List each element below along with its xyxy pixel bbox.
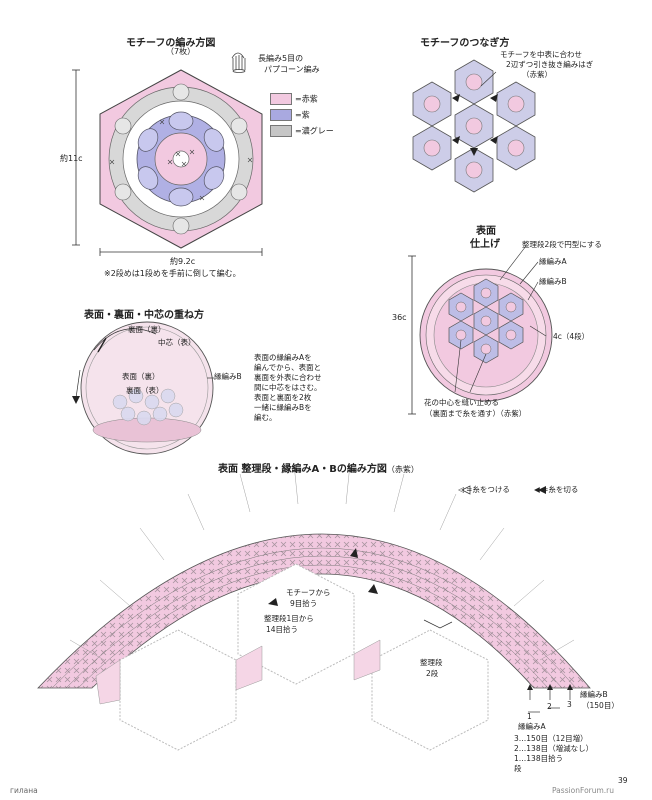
motif-count: （7枚） bbox=[166, 47, 196, 56]
legend-item-dark-gray: =濃グレー bbox=[270, 125, 334, 137]
row-count-3: 3…150目（12目増） bbox=[514, 734, 588, 743]
row-num-3: 3 bbox=[567, 700, 572, 709]
finished-ann-2: 縁編みA bbox=[539, 257, 567, 266]
finished-title-1: 表面 bbox=[476, 226, 496, 237]
motif-note: ※2段めは1段めを手前に倒して編む。 bbox=[104, 269, 241, 278]
joining-drawing bbox=[412, 59, 536, 193]
motif-width-label: 約9.2c bbox=[170, 257, 196, 266]
edging-chart-drawing bbox=[37, 463, 591, 751]
footer-left: гилана bbox=[10, 786, 38, 795]
edging-chart-title: 表面 整理段・縁編みA・Bの編み方図（赤紫） bbox=[218, 464, 419, 475]
motif-pattern-drawing bbox=[72, 52, 263, 256]
finished-drawing bbox=[408, 245, 553, 415]
from-round-1: 整理段1目から bbox=[264, 614, 314, 623]
legend-cut: ◀ =糸を切る bbox=[534, 485, 579, 494]
row-count-2: 2…138目（増減なし） bbox=[514, 744, 594, 753]
edge-b-label-1: 縁編みB bbox=[580, 690, 608, 699]
layering-drawing bbox=[72, 321, 214, 455]
swatch-red-purple bbox=[270, 93, 292, 105]
motif-height-label: 約11c bbox=[60, 154, 83, 163]
layering-back-mid: 表面（裏） bbox=[122, 372, 160, 381]
swatch-purple bbox=[270, 109, 292, 121]
swatch-dark-gray bbox=[270, 125, 292, 137]
layering-core: 中芯（表） bbox=[158, 338, 196, 347]
legend-item-red-purple: =赤紫 bbox=[270, 93, 334, 105]
legend-item-purple: =紫 bbox=[270, 109, 334, 121]
layering-edge-b: 縁編みB bbox=[214, 372, 242, 381]
from-round-2: 14目拾う bbox=[266, 625, 299, 634]
popcorn-label-1: 長編み5目の bbox=[258, 54, 304, 63]
legend-attach: ◁ =糸をつける bbox=[458, 485, 510, 494]
layering-title: 表面・裏面・中芯の重ね方 bbox=[84, 310, 204, 321]
finished-title-2: 仕上げ bbox=[470, 239, 500, 250]
row-counts: 3…150目（12目増） 2…138目（増減なし） 1…138目拾う 段 bbox=[514, 734, 593, 774]
joining-note-1: モチーフを中表に合わせ bbox=[500, 50, 583, 59]
finished-ann-3: 縁編みB bbox=[539, 277, 567, 286]
joining-note-2: 2辺ずつ引き抜き編みはぎ bbox=[506, 60, 594, 69]
watermark: PassionForum.ru bbox=[552, 786, 615, 795]
layering-front: 裏面（表） bbox=[126, 386, 164, 395]
layering-back-top: 裏面（裏） bbox=[128, 325, 166, 334]
finished-flower-1: 花の中心を縫い止める bbox=[424, 398, 499, 407]
row-num-2: 2 bbox=[547, 702, 552, 711]
page-number: 39 bbox=[618, 776, 628, 785]
from-motif-2: 9目拾う bbox=[290, 599, 318, 608]
round-label-1: 整理段 bbox=[420, 658, 443, 667]
finished-edge: 4c（4段） bbox=[553, 332, 590, 341]
finished-size: 36c bbox=[392, 313, 407, 322]
row-dan: 段 bbox=[514, 764, 522, 773]
motif-pattern-title: モチーフの編み方図 bbox=[126, 38, 216, 49]
edge-a-label: 縁編みA bbox=[518, 722, 546, 731]
edge-b-label-2: （150目） bbox=[582, 701, 619, 710]
color-legend: =赤紫 =紫 =濃グレー bbox=[270, 93, 334, 137]
row-count-1: 1…138目拾う bbox=[514, 754, 564, 763]
finished-ann-1: 整理段2段で円型にする bbox=[522, 240, 602, 249]
layering-description: 表面の縁編みAを 編んでから、表面と 裏面を外表に合わせ 間に中芯をはさむ。 表… bbox=[254, 353, 322, 422]
from-motif-1: モチーフから bbox=[286, 588, 331, 597]
row-num-1: 1 bbox=[527, 712, 532, 721]
popcorn-label-2: パプコーン編み bbox=[264, 65, 320, 74]
joining-title: モチーフのつなぎ方 bbox=[420, 38, 510, 49]
joining-note-3: （赤紫） bbox=[522, 70, 552, 79]
finished-flower-2: （裏面まで糸を通す）（赤紫） bbox=[425, 409, 527, 418]
round-label-2: 2段 bbox=[426, 669, 439, 678]
